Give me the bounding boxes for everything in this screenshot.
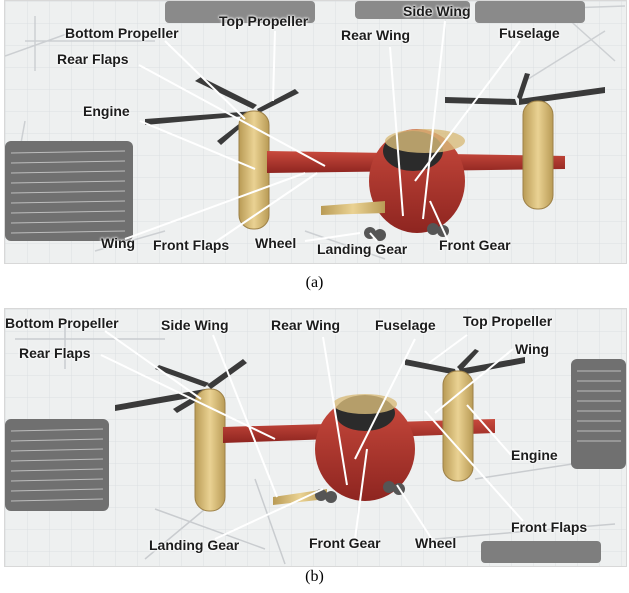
nacelle-left	[239, 111, 269, 229]
label-top-propeller: Top Propeller	[463, 313, 552, 329]
note-box	[571, 359, 626, 469]
panel-a: Bottom Propeller Top Propeller Side Wing…	[4, 0, 627, 264]
note-box	[481, 541, 601, 563]
label-front-gear: Front Gear	[439, 237, 511, 253]
label-top-propeller: Top Propeller	[219, 13, 308, 29]
nacelle-right	[523, 101, 553, 209]
label-engine: Engine	[83, 103, 130, 119]
label-fuselage: Fuselage	[375, 317, 436, 333]
label-bottom-propeller: Bottom Propeller	[5, 315, 119, 331]
label-wheel: Wheel	[255, 235, 296, 251]
label-rear-wing: Rear Wing	[271, 317, 340, 333]
label-front-flaps: Front Flaps	[153, 237, 229, 253]
label-landing-gear: Landing Gear	[317, 241, 407, 257]
label-side-wing: Side Wing	[403, 3, 471, 19]
label-wing: Wing	[101, 235, 135, 251]
label-wing: Wing	[515, 341, 549, 357]
fuselage-top	[333, 394, 397, 414]
label-rear-flaps: Rear Flaps	[19, 345, 91, 361]
label-fuselage: Fuselage	[499, 25, 560, 41]
label-front-gear: Front Gear	[309, 535, 381, 551]
label-rear-wing: Rear Wing	[341, 27, 410, 43]
note-box	[5, 419, 109, 511]
note-box	[475, 1, 585, 23]
label-front-flaps: Front Flaps	[511, 519, 587, 535]
caption-a: (a)	[0, 274, 629, 292]
label-side-wing: Side Wing	[161, 317, 229, 333]
panel-b: Bottom Propeller Side Wing Rear Wing Fus…	[4, 308, 627, 567]
label-landing-gear: Landing Gear	[149, 537, 239, 553]
caption-b: (b)	[0, 568, 629, 586]
label-rear-flaps: Rear Flaps	[57, 51, 129, 67]
label-engine: Engine	[511, 447, 558, 463]
label-wheel: Wheel	[415, 535, 456, 551]
label-bottom-propeller: Bottom Propeller	[65, 25, 179, 41]
nacelle-right	[443, 371, 473, 481]
